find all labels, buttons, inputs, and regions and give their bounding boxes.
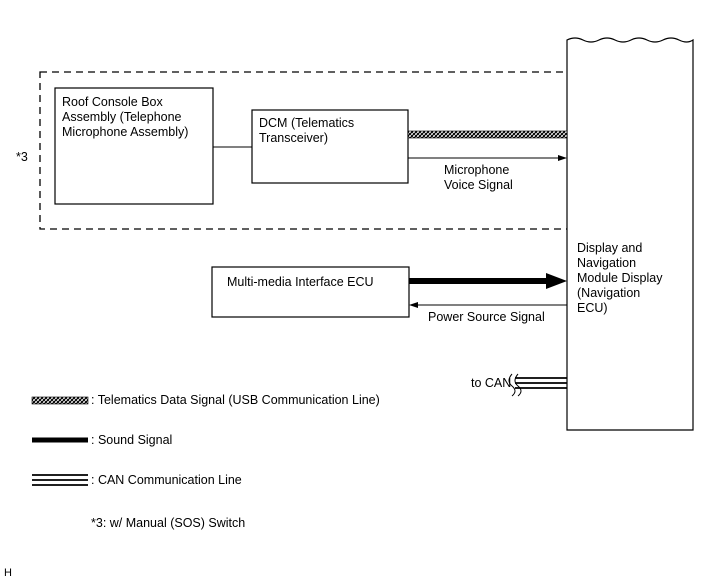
power-source-label: Power Source Signal	[428, 310, 545, 324]
legend-double-symbol	[32, 474, 88, 486]
dcm-label: DCM (Telematics Transceiver)	[259, 116, 355, 145]
legend-hatched-symbol	[31, 396, 89, 405]
power-source-arrowhead	[409, 302, 418, 308]
dcm-box	[251, 109, 409, 184]
corner-mark: H	[4, 567, 12, 579]
sound-signal-arrowhead	[546, 273, 567, 289]
display-ecu-box	[566, 37, 694, 431]
legend-thick-label: : Sound Signal	[91, 433, 173, 447]
footnote: *3: w/ Manual (SOS) Switch	[91, 516, 246, 530]
region-tag: *3	[16, 150, 28, 164]
display-ecu-label: Display and Navigation Module Display (N…	[577, 241, 663, 315]
can-line	[508, 373, 567, 397]
mmi-label: Multi-media Interface ECU	[227, 275, 374, 289]
usb-data-line	[407, 130, 568, 139]
sos-switch-region	[39, 71, 583, 230]
legend-double-label: : CAN Communication Line	[91, 473, 242, 487]
to-can-label: to CAN	[471, 376, 512, 390]
roof-console-label: Roof Console Box Assembly (Telephone Mic…	[62, 95, 189, 139]
legend-hatched-label: : Telematics Data Signal (USB Communicat…	[91, 393, 380, 407]
mmi-box	[211, 266, 410, 318]
mic-voice-arrowhead	[558, 155, 567, 161]
mic-voice-label: Microphone Voice Signal	[444, 163, 513, 192]
roof-console-box	[54, 87, 214, 205]
